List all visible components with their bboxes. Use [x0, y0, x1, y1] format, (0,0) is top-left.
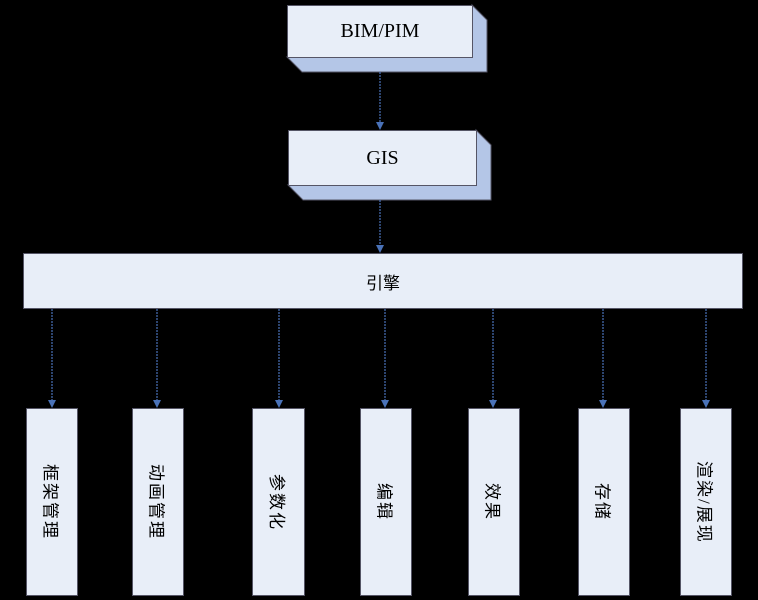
- engine-node: 引擎: [23, 253, 743, 309]
- module-label: 动画管理: [146, 464, 166, 540]
- module-storage: 存储: [578, 408, 630, 596]
- bim-pim-node: BIM/PIM: [287, 5, 473, 58]
- module-edit: 编辑: [360, 408, 412, 596]
- arrowhead: [489, 400, 497, 408]
- module-animation: 动画管理: [132, 408, 184, 596]
- gis-label: GIS: [366, 146, 399, 169]
- bim-pim-label: BIM/PIM: [340, 20, 420, 42]
- module-framework: 框架管理: [26, 408, 78, 596]
- arrowhead: [376, 245, 384, 253]
- module-label: 参数化: [267, 473, 286, 531]
- module-render: 渲染/展现: [680, 408, 732, 596]
- arrowhead: [381, 400, 389, 408]
- module-label: 框架管理: [40, 464, 60, 540]
- module-label: 编辑: [374, 483, 394, 521]
- module-parametric: 参数化: [252, 408, 305, 596]
- arrowhead: [599, 400, 607, 408]
- engine-label: 引擎: [366, 273, 400, 293]
- arrowhead: [48, 400, 56, 408]
- module-label: 渲染/展现: [694, 460, 714, 544]
- arrowhead: [702, 400, 710, 408]
- module-label: 效果: [482, 483, 502, 521]
- module-label: 存储: [592, 483, 612, 521]
- module-effects: 效果: [468, 408, 520, 596]
- arrowhead: [275, 400, 283, 408]
- gis-node: GIS: [288, 130, 477, 186]
- arrowhead: [153, 400, 161, 408]
- arrowhead: [376, 122, 384, 130]
